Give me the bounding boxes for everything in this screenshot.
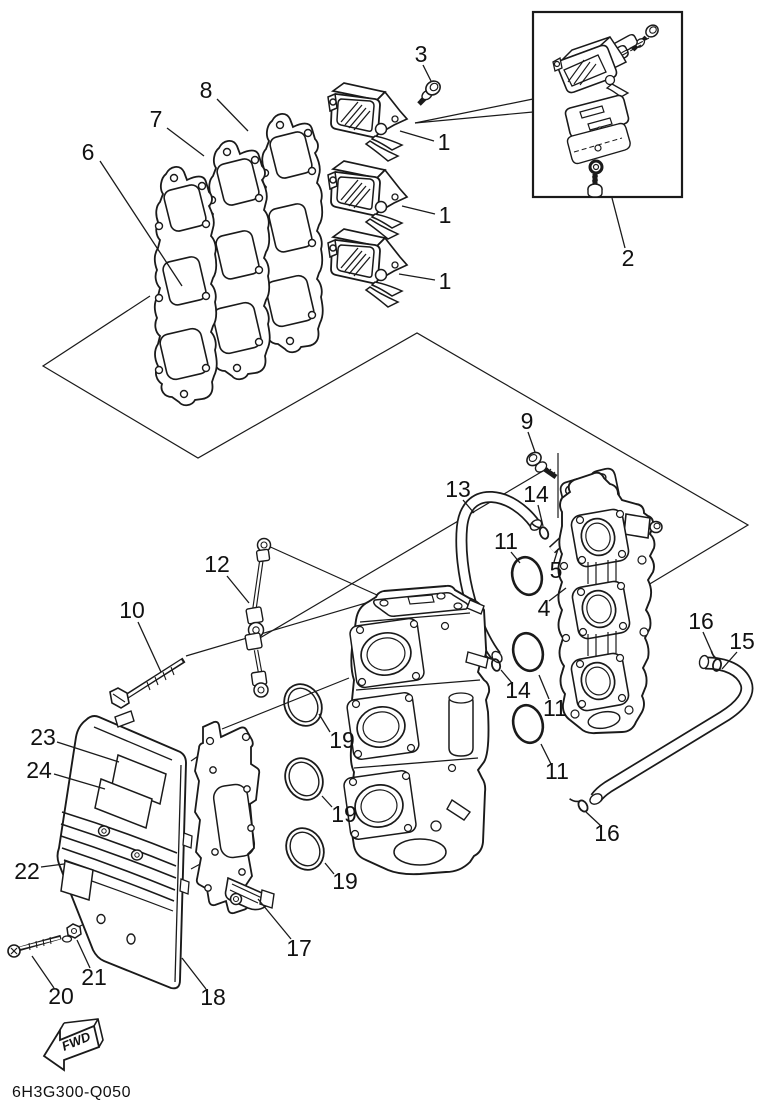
detail-fan-line (414, 111, 534, 124)
part-label-14a: 14 (523, 481, 549, 507)
leader-line (216, 98, 249, 132)
leader-line (399, 130, 435, 142)
leader-lines (31, 64, 738, 990)
part-label-19a: 19 (329, 727, 355, 753)
o-ring-19c (278, 820, 332, 878)
part-code: 6H3G300-Q050 (12, 1084, 131, 1101)
projection-plane-outline (41, 295, 750, 592)
part-label-14b: 14 (505, 677, 531, 703)
link-rod-12 (244, 537, 272, 698)
carburetor-stack (343, 584, 491, 876)
leader-line (324, 862, 335, 875)
part-label-11c: 11 (545, 758, 569, 784)
gasket-6 (153, 166, 218, 407)
leader-line (401, 205, 436, 215)
bolt-9 (526, 451, 558, 480)
gasket-7 (206, 140, 271, 381)
part-label-11a: 11 (494, 528, 518, 554)
leader-line (721, 651, 738, 670)
leader-line (76, 939, 91, 969)
reed-valve-1a (327, 82, 408, 162)
part-label-7: 7 (150, 106, 163, 132)
part-label-10: 10 (119, 597, 145, 623)
gasket-8 (259, 113, 324, 354)
leader-line (166, 127, 205, 157)
part-label-16a: 16 (688, 608, 714, 634)
leader-line (702, 631, 715, 658)
part-label-13: 13 (445, 476, 471, 502)
leader-line (137, 621, 162, 673)
intake-manifold-4 (557, 467, 663, 735)
part-label-22: 22 (14, 858, 40, 884)
part-label-16b: 16 (594, 820, 620, 846)
nut-21 (61, 923, 82, 943)
part-label-8: 8 (200, 77, 213, 103)
part-label-1a: 1 (438, 129, 451, 155)
leader-line (318, 713, 331, 733)
detail-box-2 (531, 10, 684, 199)
leader-line (527, 431, 536, 453)
part-label-5: 5 (550, 557, 563, 583)
leader-line (510, 551, 521, 564)
silencer-cover-18 (56, 710, 193, 990)
part-label-17: 17 (286, 935, 312, 961)
leader-line (321, 795, 333, 808)
leader-line (31, 955, 55, 989)
assembly-link-line (221, 677, 350, 730)
leader-line (553, 548, 559, 563)
leader-line (226, 575, 250, 604)
leader-line (181, 957, 207, 990)
leader-line (99, 160, 183, 287)
o-ring-19a (276, 676, 330, 734)
bolt-10 (109, 657, 186, 709)
leader-line (40, 863, 65, 868)
reed-valve-1c (327, 228, 408, 308)
hose-15 (589, 654, 754, 805)
o-ring-19b (277, 750, 331, 808)
part-label-18: 18 (200, 984, 226, 1010)
part-label-2: 2 (622, 245, 635, 271)
reed-valve-1b (327, 160, 408, 240)
part-label-19b: 19 (331, 801, 357, 827)
leader-line (500, 669, 513, 684)
part-label-20: 20 (48, 983, 74, 1009)
leader-line (53, 773, 106, 790)
leader-line (56, 741, 120, 763)
part-label-4: 4 (538, 595, 551, 621)
part-label-11b: 11 (543, 695, 567, 721)
screw-20 (7, 934, 62, 958)
part-label-19c: 19 (332, 868, 358, 894)
o-ring-11c (507, 700, 549, 748)
leader-line (537, 504, 544, 527)
part-label-23: 23 (30, 724, 56, 750)
leader-line (422, 64, 432, 82)
leader-line (585, 811, 602, 827)
detail-fan-line (414, 98, 534, 124)
part-label-1b: 1 (439, 202, 452, 228)
leader-line (540, 743, 552, 765)
leader-line (257, 898, 292, 940)
part-label-9: 9 (521, 408, 534, 434)
part-label-1c: 1 (439, 268, 452, 294)
part-label-12: 12 (204, 551, 230, 577)
o-ring-11a (506, 552, 548, 600)
leader-line (548, 587, 567, 602)
bolt-3 (417, 80, 441, 106)
leader-line (462, 499, 475, 514)
fwd-arrow: FWD (42, 1018, 104, 1072)
part-label-24: 24 (26, 757, 52, 783)
part-label-15: 15 (729, 628, 755, 654)
part-label-21: 21 (81, 964, 107, 990)
part-label-6: 6 (82, 139, 95, 165)
leader-line (398, 273, 436, 281)
leader-line (611, 197, 626, 249)
gasket-plate-17 (194, 720, 275, 915)
o-ring-11b (507, 628, 549, 676)
part-label-3: 3 (415, 41, 428, 67)
leader-line (538, 674, 550, 700)
